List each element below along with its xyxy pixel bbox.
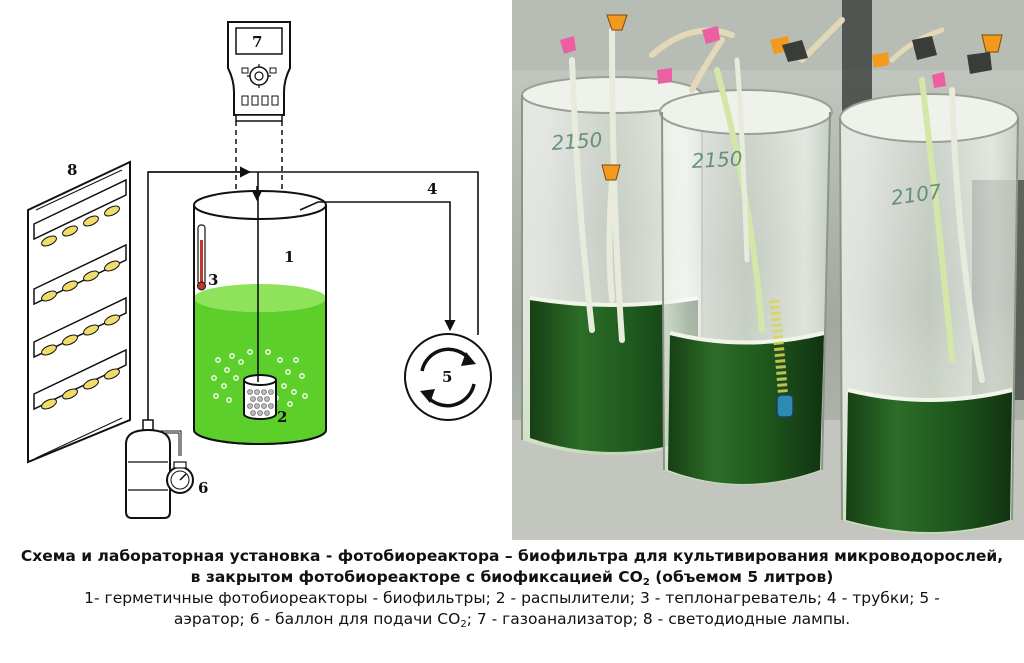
caption-title-line-2-text: в закрытом фотобиореакторе с биофиксацие… [190, 568, 643, 586]
caption-legend: 1- герметичные фотобиореакторы - биофиль… [0, 588, 1024, 630]
caption-legend-subscript: 2 [460, 619, 467, 630]
caption-legend-line-2: аэратор; 6 - баллон для подачи СО2; 7 - … [0, 609, 1024, 630]
sparger-icon [243, 374, 277, 420]
label-3: 3 [208, 271, 218, 289]
reactor-label-middle: 2150 [691, 146, 743, 173]
aerator-circular-arrows-icon [404, 333, 492, 421]
reactor-photo-middle [659, 89, 833, 485]
caption-title-line-2-end: (объемом 5 литров) [649, 568, 834, 586]
gas-analyzer-icon [227, 21, 291, 122]
photobioreactor-schematic: 8 7 1 3 [27, 21, 492, 519]
reactor-photo-right [839, 93, 1019, 534]
caption-title-line-2: в закрытом фотобиореакторе с биофиксацие… [0, 567, 1024, 588]
pressure-gauge-icon [166, 461, 194, 494]
return-tube [299, 201, 456, 332]
co2-cylinder-icon [125, 419, 182, 519]
figure-caption: Схема и лабораторная установка - фотобио… [0, 540, 1024, 663]
label-2: 2 [277, 408, 287, 426]
gas-supply-line [147, 166, 479, 420]
label-8: 8 [67, 161, 77, 179]
label-5: 5 [442, 368, 452, 386]
lab-setup-photo: 2150 2150 2107 [512, 0, 1024, 540]
silicone-tubes [569, 17, 985, 383]
caption-title-subscript: 2 [642, 577, 650, 588]
caption-legend-line-2-text: аэратор; 6 - баллон для подачи СО [173, 610, 461, 628]
caption-title: Схема и лабораторная установка - фотобио… [0, 546, 1024, 588]
reactor-label-left: 2150 [551, 127, 603, 154]
tube-connectors [560, 14, 1003, 181]
label-6: 6 [198, 479, 208, 497]
caption-legend-line-2-end: ; 7 - газоанализатор; 8 - светодиодные л… [466, 610, 851, 628]
thermometer-icon [197, 224, 206, 291]
gas-bubbles [211, 349, 308, 407]
label-1: 1 [284, 248, 294, 266]
led-lamp-panel-icon [27, 160, 131, 464]
caption-title-line-1: Схема и лабораторная установка - фотобио… [20, 547, 1004, 565]
reactor-vessel [193, 190, 327, 445]
label-4: 4 [427, 180, 437, 198]
label-7: 7 [252, 33, 262, 51]
caption-legend-line-1: 1- герметичные фотобиореакторы - биофиль… [84, 589, 940, 607]
